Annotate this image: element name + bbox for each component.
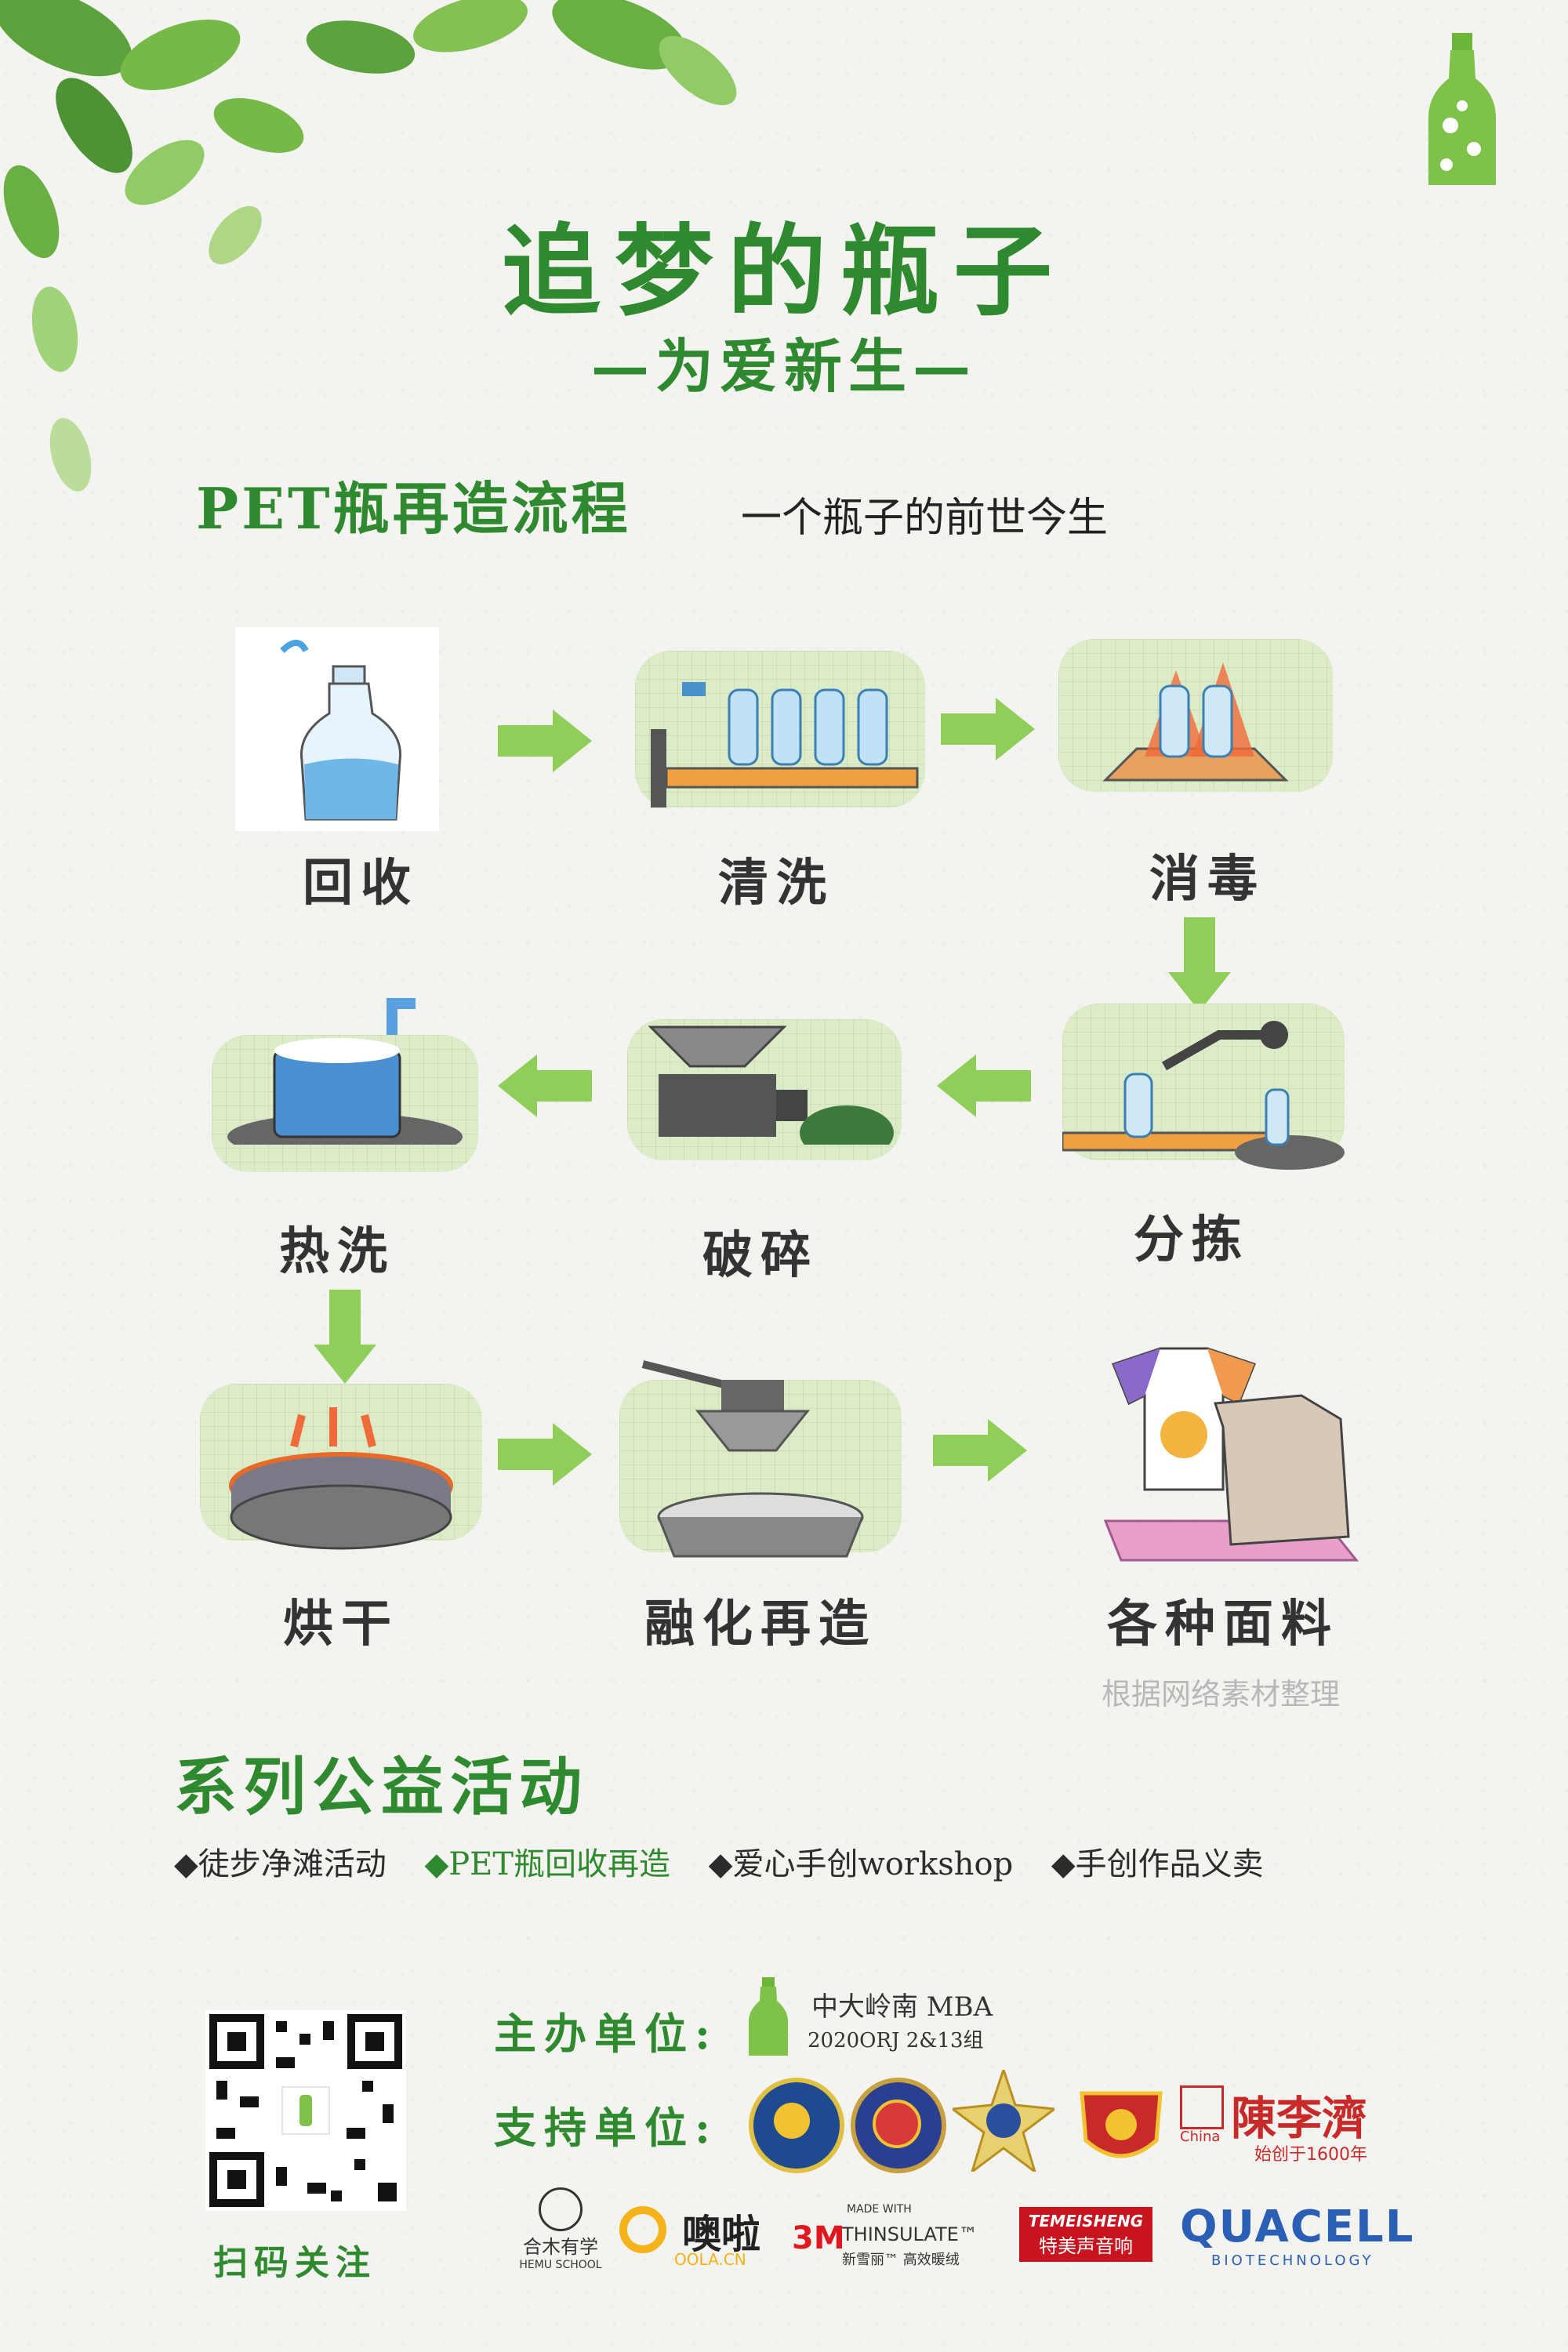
step-label-crush: 破碎 xyxy=(702,1226,818,1285)
shield-crest-icon xyxy=(1080,2091,1163,2158)
page-title: 追梦的瓶子 xyxy=(502,213,1066,329)
support-label: 支持单位: xyxy=(494,2103,718,2153)
quacell-sub: BIOTECHNOLOGY xyxy=(1211,2252,1374,2269)
disinfection-icon xyxy=(1102,662,1289,782)
step-card-dry xyxy=(200,1384,482,1550)
step-label-hotwash: 热洗 xyxy=(279,1222,395,1281)
oola-en: OOLA.CN xyxy=(674,2250,746,2269)
chenliji-china: China xyxy=(1180,2129,1221,2145)
oola-logo: 噢啦 OOLA.CN xyxy=(619,2203,839,2269)
activities-list: ◆徒步净滩活动 ◆PET瓶回收再造 ◆爱心手创workshop ◆手创作品义卖 xyxy=(174,1838,1292,1884)
quacell-logo: QUACELL BIOTECHNOLOGY xyxy=(1180,2201,1439,2269)
arrow-down-icon xyxy=(314,1290,376,1384)
temeisheng-cn: 特美声音响 xyxy=(1039,2235,1133,2257)
step-label-dry: 烘干 xyxy=(283,1595,399,1653)
hemu-name: 合木有学 xyxy=(523,2236,598,2258)
activity-item: ◆爱心手创workshop xyxy=(708,1846,1014,1882)
step-card-hotwash xyxy=(212,998,478,1172)
clothing-icon xyxy=(1103,1347,1359,1562)
temeisheng-logo: TEMEISHENG 特美声音响 xyxy=(1019,2207,1152,2262)
qr-code[interactable] xyxy=(205,2010,406,2211)
star-emblem-icon xyxy=(953,2070,1054,2172)
chenliji-sub: 始创于1600年 xyxy=(1254,2145,1367,2165)
activities-heading: 系列公益活动 xyxy=(174,1750,588,1824)
activity-item: ◆徒步净滩活动 xyxy=(174,1846,387,1882)
step-label-wash: 清洗 xyxy=(718,854,834,913)
chenliji-name: 陳李濟 xyxy=(1231,2092,1368,2145)
qr-code-icon xyxy=(209,2014,402,2207)
thinsulate-made: MADE WITH xyxy=(847,2203,912,2216)
melting-hopper-icon xyxy=(641,1360,864,1558)
step-label-melt: 融化再造 xyxy=(644,1595,877,1653)
washing-conveyor-icon xyxy=(651,682,919,808)
host-group: 2020ORJ 2&13组 xyxy=(808,2029,984,2053)
host-bottle-logo-icon xyxy=(749,1977,788,2056)
arrow-down-icon xyxy=(1168,917,1231,1011)
step-label-disinfect: 消毒 xyxy=(1149,850,1265,909)
step-label-fabric: 各种面料 xyxy=(1107,1595,1339,1653)
page-subtitle: —为爱新生— xyxy=(591,333,977,401)
process-subheading: 一个瓶子的前世今生 xyxy=(741,495,1109,542)
step-image-fabric xyxy=(1090,1333,1372,1568)
arrow-left-icon xyxy=(498,1054,592,1117)
arrow-right-icon xyxy=(933,1419,1027,1482)
activity-item: ◆PET瓶回收再造 xyxy=(424,1846,671,1882)
hemu-en: HEMU SCHOOL xyxy=(519,2259,602,2271)
host-name: 中大岭南 MBA xyxy=(811,1991,993,2023)
step-label-sort: 分拣 xyxy=(1134,1210,1250,1269)
chenliji-seal-logo xyxy=(1180,2085,1224,2129)
leaves-decoration-icon xyxy=(0,0,737,492)
crusher-icon xyxy=(648,1025,894,1145)
sorting-robot-icon xyxy=(1061,1021,1345,1170)
step-card-wash xyxy=(635,651,925,808)
source-note: 根据网络素材整理 xyxy=(1102,1677,1341,1711)
temeisheng-name: TEMEISHENG xyxy=(1028,2212,1144,2230)
arrow-right-icon xyxy=(498,1423,592,1486)
step-card-crush xyxy=(627,1019,902,1160)
step-card-melt xyxy=(619,1360,902,1558)
lions-club-logo xyxy=(749,2078,844,2173)
partner-emblem-logo xyxy=(851,2078,946,2173)
thinsulate-cn: 新雪丽™ 高效暖绒 xyxy=(842,2252,960,2268)
thinsulate-brand: THINSULATE™ xyxy=(842,2223,978,2245)
process-heading: PET瓶再造流程 xyxy=(196,475,631,542)
arrow-left-icon xyxy=(937,1054,1031,1117)
hot-wash-tank-icon xyxy=(227,998,463,1145)
step-card-sort xyxy=(1061,1004,1345,1170)
thinsulate-logo: MADE WITH 3M THINSULATE™ 新雪丽™ 高效暖绒 xyxy=(792,2203,980,2274)
quacell-name: QUACELL xyxy=(1180,2201,1415,2252)
arrow-right-icon xyxy=(498,710,592,772)
step-image-recycle xyxy=(235,627,439,831)
bottle-logo-icon xyxy=(1428,33,1496,185)
step-card-disinfect xyxy=(1058,639,1333,792)
thinsulate-3m: 3M xyxy=(792,2220,845,2256)
hemu-school-logo: 合木有学 HEMU SCHOOL xyxy=(510,2187,612,2271)
arrow-right-icon xyxy=(941,698,1035,760)
bottle-icon xyxy=(280,640,402,821)
drying-tray-icon xyxy=(229,1407,453,1550)
step-label-recycle: 回收 xyxy=(303,854,419,913)
qr-caption: 扫码关注 xyxy=(213,2243,376,2283)
activity-item: ◆手创作品义卖 xyxy=(1051,1846,1264,1882)
oola-name: 噢啦 xyxy=(682,2212,760,2257)
host-label: 主办单位: xyxy=(494,2009,718,2059)
